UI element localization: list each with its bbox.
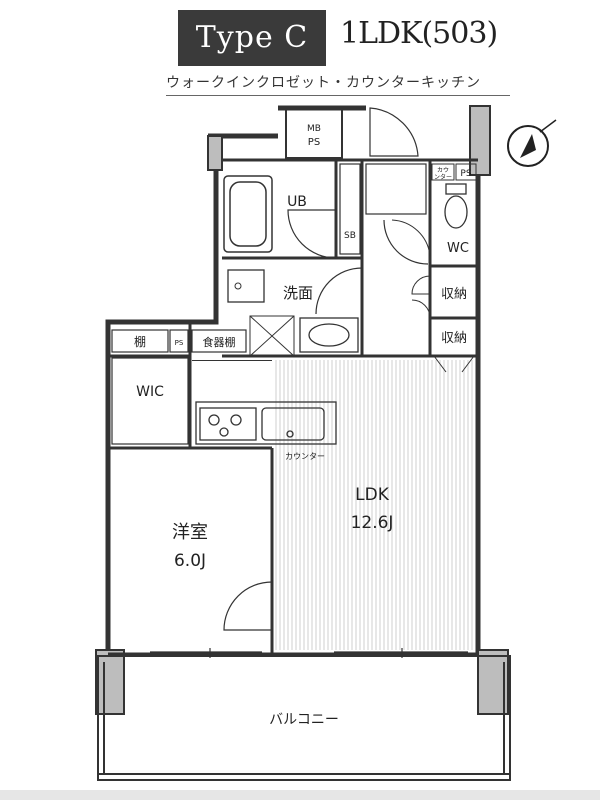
kitchen-counter (195, 401, 337, 445)
washroom-door-swing (315, 267, 363, 315)
sb-label: SB (344, 231, 356, 241)
washer-drain-icon (234, 282, 242, 290)
ub-label: UB (287, 194, 307, 210)
shelf-label: 棚 (134, 334, 146, 349)
washer-space (227, 269, 265, 303)
storage-door-swing (411, 275, 475, 373)
wc-counter-label-2: ンター (434, 173, 452, 181)
counter-label: カウンター (285, 452, 325, 461)
washroom-label: 洗面 (283, 284, 313, 302)
interior-walls (108, 158, 478, 656)
wc-ps-box (455, 163, 477, 181)
ldk-floor-pattern (275, 360, 477, 650)
entry-step (365, 163, 427, 215)
wc-counter-label-1: カウ (437, 166, 449, 174)
storage-label-2: 収納 (441, 331, 467, 346)
fridge-space (249, 315, 295, 357)
mbps-closet (285, 107, 343, 159)
plan-subtitle: ウォークインクロゼット・カウンターキッチン (166, 72, 510, 96)
wc-label: WC (447, 241, 469, 256)
stove-icon (199, 407, 257, 441)
western-room-size-label: 6.0J (174, 551, 206, 571)
counter-wall-line (192, 360, 272, 361)
small-closets (111, 329, 247, 445)
balcony (97, 655, 511, 781)
western-room-name-label: 洋室 (172, 522, 208, 543)
bottom-bar (0, 790, 600, 800)
storage-label-1: 収納 (441, 287, 467, 302)
ldk-size-label: 12.6J (351, 513, 394, 533)
western-room-door-swing (223, 581, 273, 631)
mbps-label-ps: PS (308, 137, 320, 148)
compass-icon (507, 119, 557, 167)
windows (150, 648, 468, 658)
wash-basin (299, 317, 359, 353)
toilet-icon (444, 183, 468, 229)
outer-walls (105, 105, 481, 654)
mbps-label-mb: MB (307, 124, 321, 134)
ps-small-label: PS (175, 339, 184, 347)
entry-door-swing (369, 107, 419, 157)
ub-door-swing (287, 209, 337, 259)
ldk-name-label: LDK (355, 485, 390, 505)
hall-door-swing (383, 219, 429, 265)
sb-cabinet (339, 163, 361, 255)
wc-ps-label: PS (460, 169, 471, 179)
balcony-label: バルコニー (269, 712, 339, 728)
bathtub (223, 175, 273, 253)
wic-label: WIC (136, 384, 164, 400)
wc-counter-box (431, 163, 455, 181)
type-label: Type C (178, 10, 326, 66)
unit-label: 1LDK(503) (340, 16, 498, 51)
dish-shelf-label: 食器棚 (203, 335, 236, 349)
wc-door-swing (391, 219, 431, 257)
